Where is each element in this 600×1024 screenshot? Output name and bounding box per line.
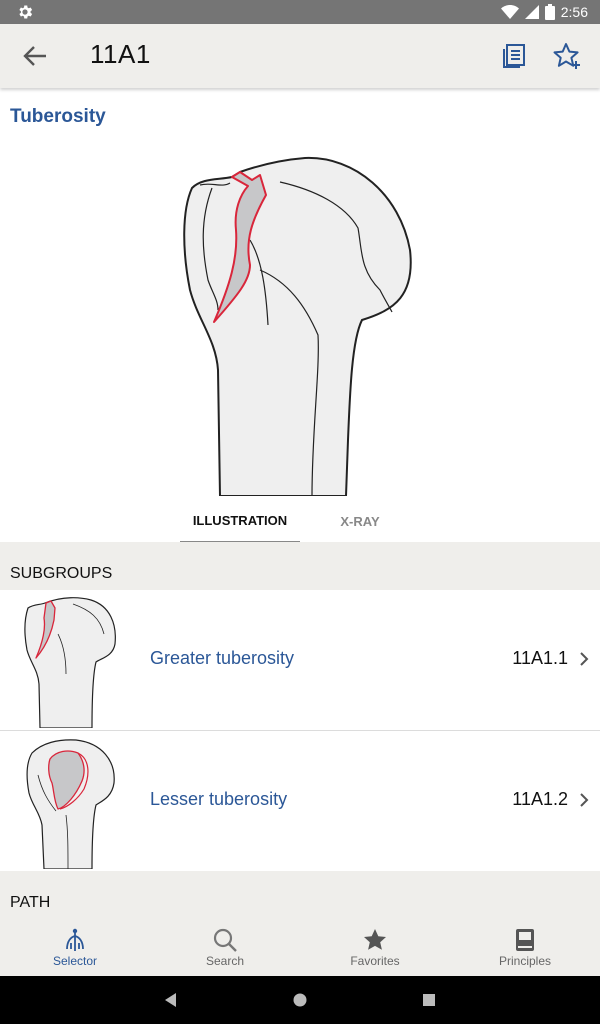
book-icon [516,929,534,951]
nav-favorites[interactable]: Favorites [300,919,450,976]
status-bar: 2:56 [0,0,600,24]
bottom-navigation: Selector Search Favorites Principles [0,919,600,976]
back-arrow-icon[interactable] [22,44,48,68]
system-navigation-bar [0,976,600,1024]
nav-selector[interactable]: Selector [0,919,150,976]
chevron-right-icon [580,793,589,807]
subgroup-name: Lesser tuberosity [150,789,288,809]
document-icon[interactable] [502,43,528,69]
section-title: Tuberosity [10,106,106,127]
tab-x-ray[interactable]: X-RAY [340,513,380,529]
system-recents-icon[interactable] [421,992,437,1008]
subgroup-code: 11A1.1 [512,648,568,668]
tab-illustration[interactable]: ILLUSTRATION [180,500,300,542]
nav-label: Principles [498,954,552,968]
chevron-right-icon [580,652,589,666]
nav-principles[interactable]: Principles [450,919,600,976]
path-header: PATH [0,871,600,919]
status-time: 2:56 [560,4,588,20]
system-back-icon[interactable] [163,992,179,1008]
humerus-illustration [183,156,412,496]
star-icon [364,929,386,950]
settings-gear-icon [19,5,33,19]
page-title: 11A1 [90,39,151,69]
nav-label: Selector [52,954,98,968]
nav-search[interactable]: Search [150,919,300,976]
add-favorite-star-icon[interactable] [552,42,582,70]
divider [0,730,600,731]
battery-icon [544,4,555,20]
subgroup-name: Greater tuberosity [150,648,295,668]
nav-label: Search [205,954,245,968]
system-home-icon[interactable] [292,992,308,1008]
search-icon [213,928,237,952]
app-bar: 11A1 [0,24,600,88]
subgroup-row-greater-tuberosity[interactable]: Greater tuberosity 11A1.1 [0,590,600,730]
selector-icon [66,928,84,951]
view-tabs: ILLUSTRATION X-RAY [0,500,600,542]
greater-tuberosity-thumbnail [24,597,116,728]
subgroups-header: SUBGROUPS [0,542,600,590]
nav-label: Favorites [350,954,400,968]
lesser-tuberosity-thumbnail [26,739,115,869]
subgroup-row-lesser-tuberosity[interactable]: Lesser tuberosity 11A1.2 [0,731,600,871]
wifi-icon [500,5,519,19]
cell-signal-icon [524,5,539,19]
subgroup-code: 11A1.2 [512,789,568,809]
